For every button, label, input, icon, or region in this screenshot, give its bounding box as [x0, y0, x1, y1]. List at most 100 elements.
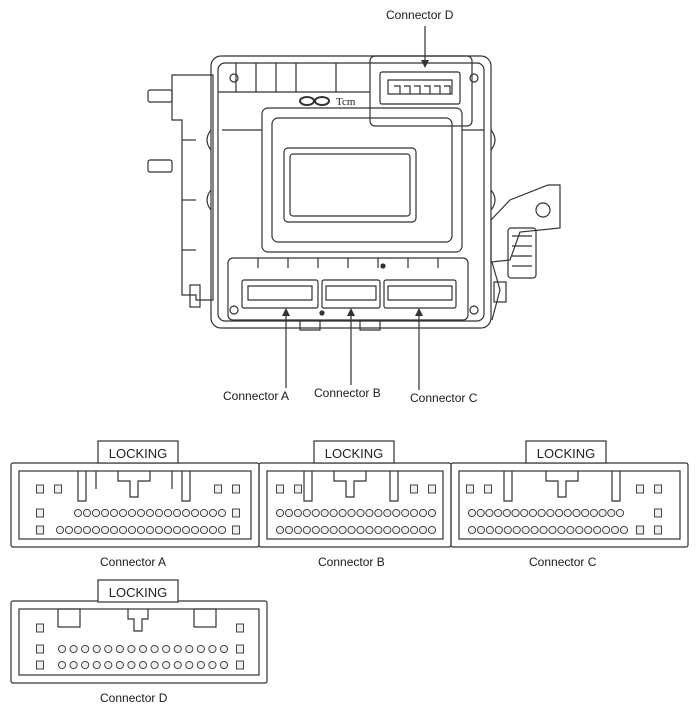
connector-b-pin: [365, 508, 374, 518]
connector-b-pin: [329, 508, 338, 518]
connector-b-pin: [410, 525, 419, 535]
socket-b: [321, 279, 381, 309]
connector-d-pin: [138, 644, 148, 654]
connector-b-pin: [383, 525, 392, 535]
left-bracket: [171, 74, 214, 301]
connector-c-pin: [485, 525, 494, 535]
connector-c-body: [450, 462, 689, 548]
connector-b-face: LOCKING: [258, 440, 452, 548]
connector-a-pin: [163, 525, 173, 535]
connector-c-pin: [557, 525, 566, 535]
connector-b-pin: [427, 508, 437, 518]
connector-d-pin: [208, 660, 217, 670]
pin-grid: [36, 484, 662, 670]
connector-a-corner-pin: [54, 484, 62, 494]
connector-a-body: [10, 462, 260, 548]
caption-connector-a: Connector A: [100, 555, 167, 569]
connector-d-corner-pin: [36, 644, 44, 654]
socket-c: [383, 279, 457, 309]
connector-c-pin: [467, 508, 477, 518]
connector-c-pin: [575, 525, 584, 535]
connector-c-pin: [485, 508, 494, 518]
connector-a-pin: [190, 508, 200, 518]
connector-b-pin: [284, 525, 293, 535]
connector-d-pin: [115, 644, 124, 654]
label-connector-c: Connector C: [410, 391, 478, 405]
connector-d-pin: [57, 644, 67, 654]
connector-c-pin: [467, 525, 477, 535]
connector-b-pin: [383, 508, 392, 518]
connector-c-pin: [512, 525, 521, 535]
connector-b-pin: [302, 508, 311, 518]
connector-b-pin: [419, 508, 428, 518]
caption-connector-d: Connector D: [100, 691, 168, 705]
connector-b-pin: [302, 525, 311, 535]
connector-c-pin: [593, 525, 602, 535]
connector-c-pin: [494, 525, 503, 535]
connector-b-body: [258, 462, 452, 548]
connector-c-pin: [511, 508, 520, 518]
connector-c-pin: [607, 508, 616, 518]
connector-a-pin: [82, 508, 92, 518]
connector-c-pin: [494, 508, 503, 518]
connector-d-corner-pin: [236, 623, 244, 633]
connector-c-pin: [476, 508, 485, 518]
connector-c-corner-pin: [484, 484, 492, 494]
connector-a-corner-pin: [232, 525, 240, 535]
connector-a-pin: [118, 525, 128, 535]
brand-logo-1: [299, 96, 315, 106]
connector-b-pin: [374, 525, 383, 535]
connector-d-pin: [81, 644, 90, 654]
connector-c-pin: [581, 508, 590, 518]
connector-a-face: LOCKING: [10, 440, 260, 548]
connector-a-pin: [100, 508, 110, 518]
connector-c-pin: [530, 525, 539, 535]
connector-c-pin: [619, 525, 629, 535]
connector-c-pin: [598, 508, 607, 518]
connector-d-housing: [369, 55, 473, 127]
connector-b-corner-pin: [428, 484, 436, 494]
connector-d-pin: [173, 660, 182, 670]
connector-c-pin: [615, 508, 625, 518]
connector-d-pin: [185, 644, 194, 654]
connector-c-corner-pin: [654, 484, 662, 494]
connector-c-pin: [566, 525, 575, 535]
label-window: [283, 147, 417, 223]
connector-c-corner-pin: [654, 525, 662, 535]
connector-b-corner-pin: [410, 484, 418, 494]
connector-b-pin: [338, 525, 347, 535]
connector-a-pin: [91, 525, 101, 535]
connector-b-corner-pin: [276, 484, 284, 494]
connector-b-pin: [275, 525, 285, 535]
connector-c-corner-pin: [636, 525, 644, 535]
connector-a-pin: [73, 508, 83, 518]
connector-b-lock-tab: [313, 440, 395, 464]
connector-d-socket: [379, 71, 461, 105]
connector-d-pin: [208, 644, 217, 654]
connector-c-pin: [528, 508, 537, 518]
connector-d-pin: [162, 644, 171, 654]
connector-a-lock-tab: [97, 440, 179, 464]
connector-b-pin: [392, 508, 401, 518]
connector-a-pin: [199, 525, 209, 535]
connector-c-lock-tab: [525, 440, 607, 464]
inner-cover: [261, 107, 463, 253]
connector-b-pin: [320, 525, 329, 535]
connector-d-pin: [104, 660, 113, 670]
connector-c-pin: [546, 508, 555, 518]
connector-a-lock-label: LOCKING: [109, 446, 168, 461]
connector-a-pin: [109, 525, 119, 535]
connector-a-pin: [127, 525, 137, 535]
connector-a-pin: [172, 525, 182, 535]
connector-a-pin: [100, 525, 110, 535]
label-connector-b: Connector B: [314, 386, 381, 400]
brand-text: Tcm: [336, 96, 356, 108]
connector-d-corner-pin: [36, 660, 44, 670]
connector-d-pin: [138, 660, 148, 670]
connector-b-pin: [347, 508, 356, 518]
label-connector-a: Connector A: [223, 389, 290, 403]
connector-b-pin: [338, 508, 347, 518]
connector-a-pin: [190, 525, 200, 535]
